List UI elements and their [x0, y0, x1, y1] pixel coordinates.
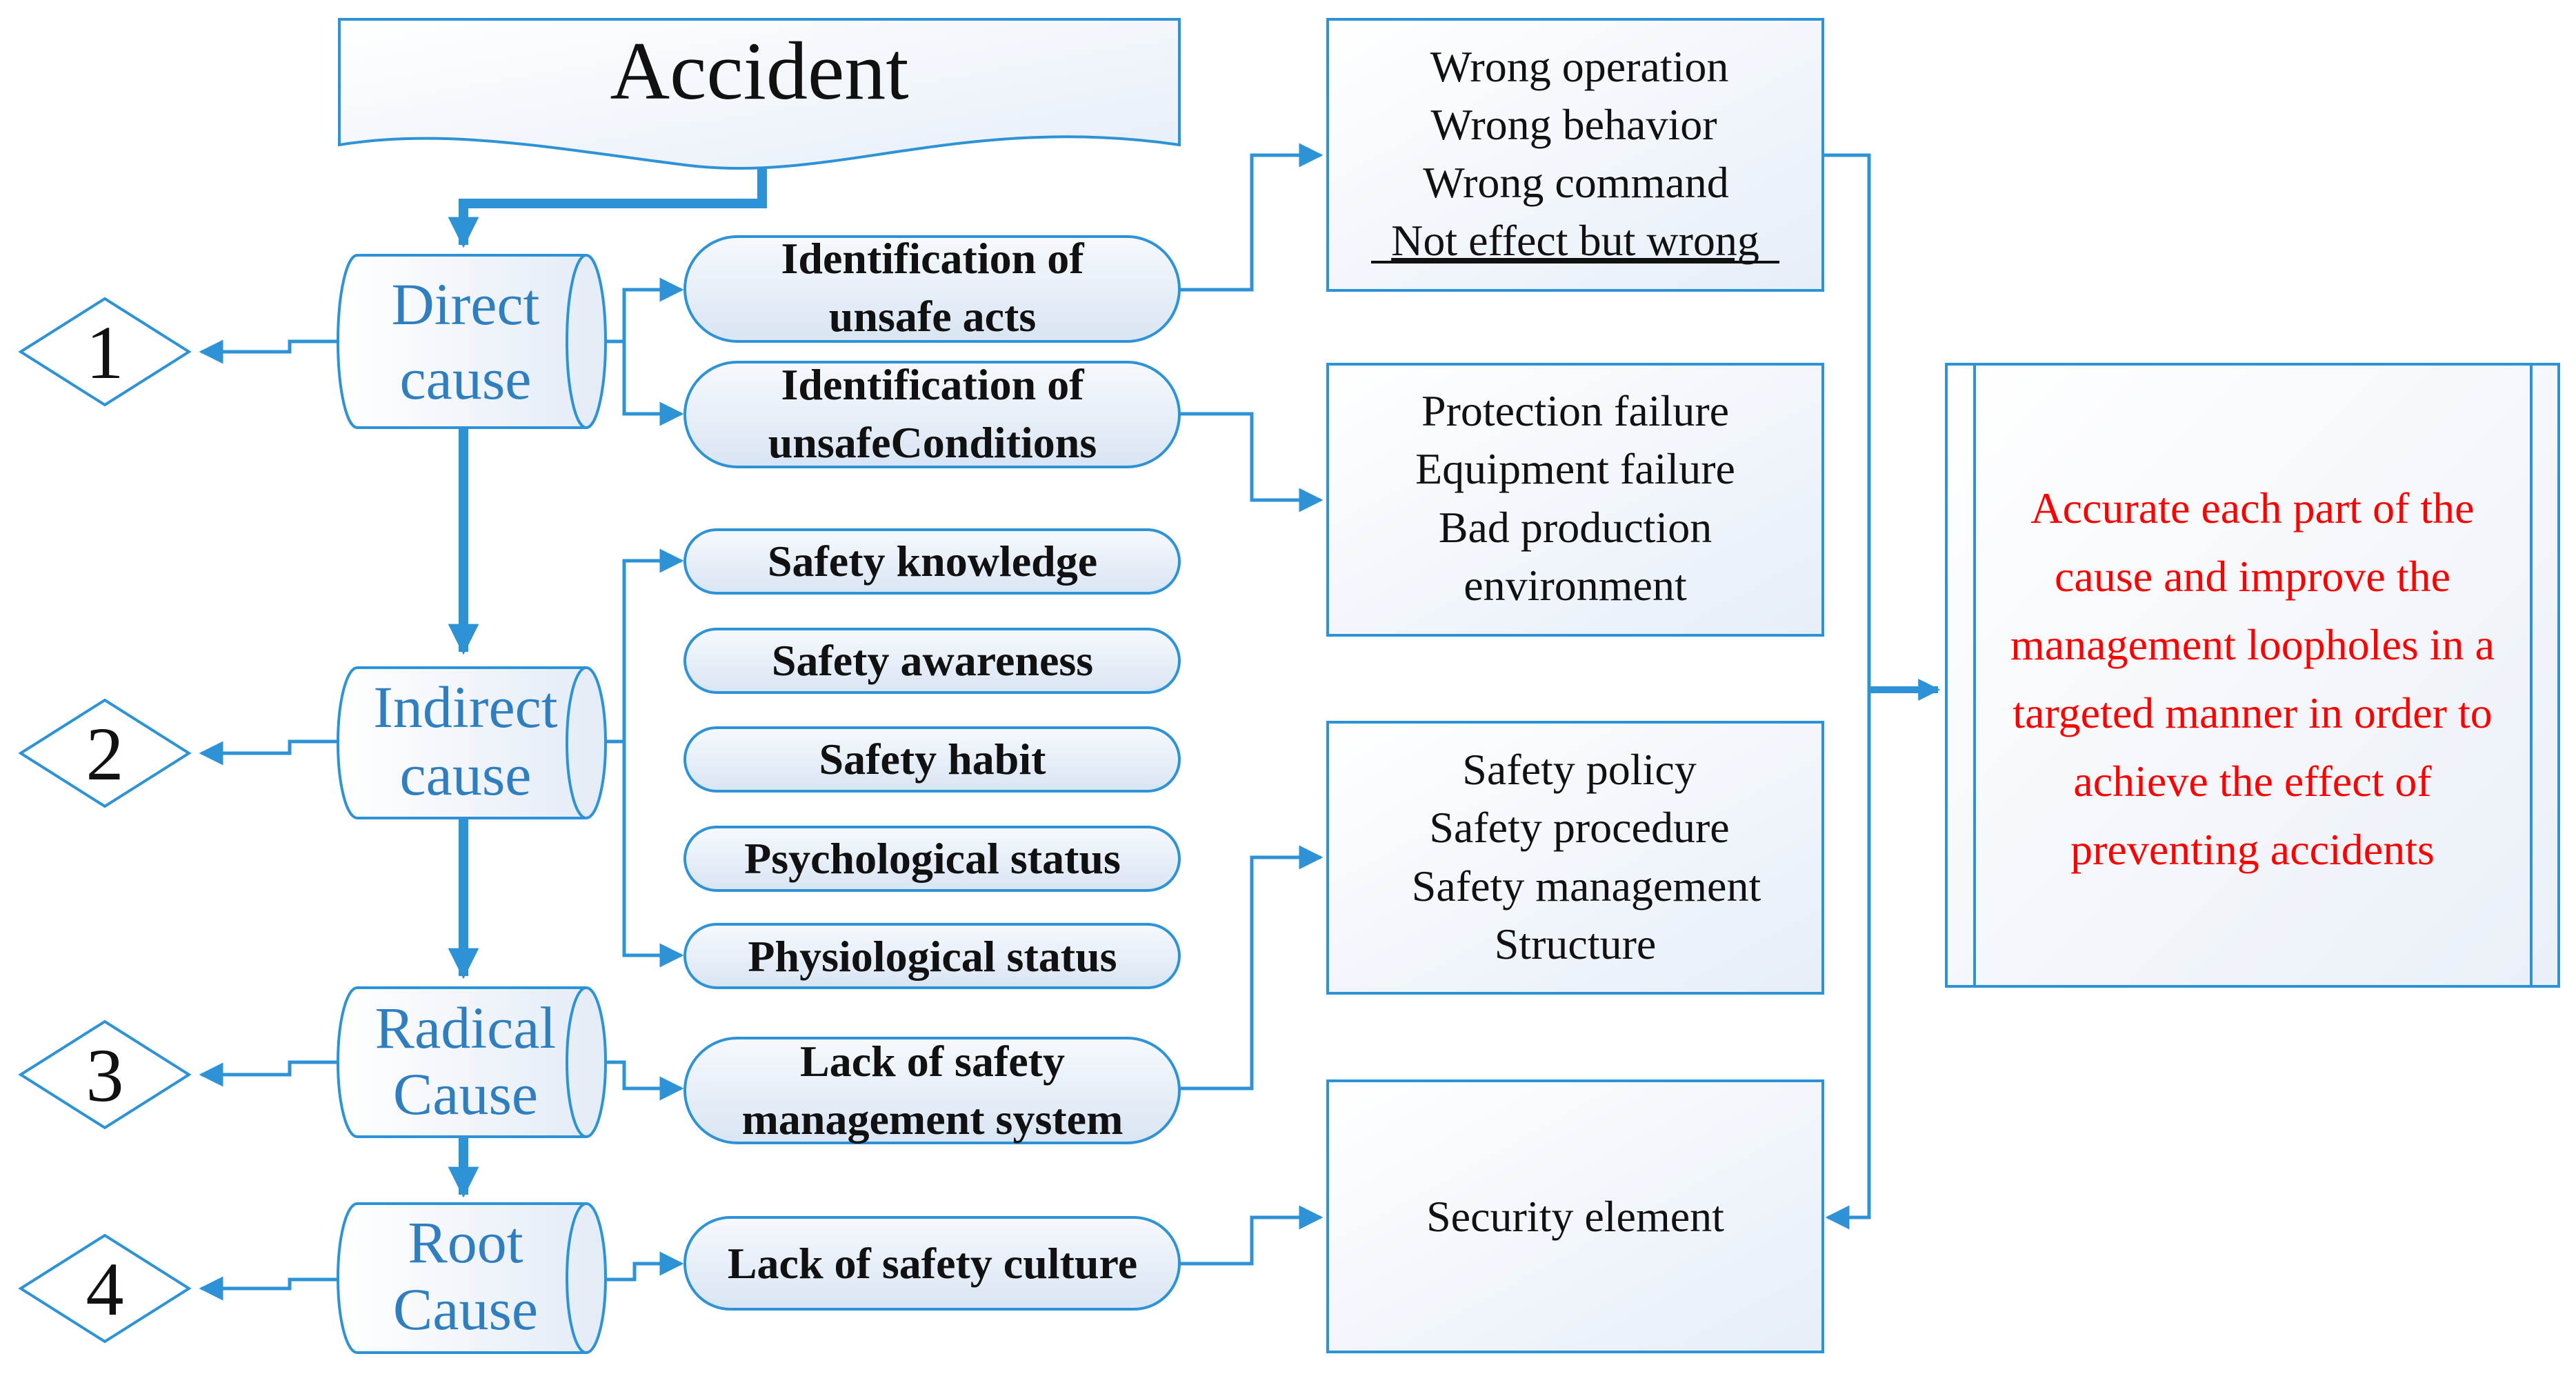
- svg-text:Lack of safety culture: Lack of safety culture: [728, 1239, 1137, 1288]
- factor-safety-knowledge: Safety knowledge: [683, 528, 1181, 595]
- svg-text:Radical: Radical: [375, 995, 557, 1061]
- cause-number-4: 4: [18, 1233, 192, 1344]
- svg-text:Safety procedure: Safety procedure: [1429, 803, 1729, 852]
- svg-text:management loopholes in a: management loopholes in a: [2010, 620, 2495, 669]
- svg-text:1: 1: [86, 310, 124, 395]
- svg-text:Bad production: Bad production: [1439, 503, 1712, 552]
- svg-text:Wrong command: Wrong command: [1423, 158, 1729, 207]
- factor-safety-habit: Safety habit: [683, 726, 1181, 793]
- factor-psychological-status: Psychological status: [683, 826, 1181, 892]
- svg-text:unsafeConditions: unsafeConditions: [768, 418, 1097, 467]
- svg-text:Equipment failure: Equipment failure: [1415, 444, 1735, 493]
- svg-text:Cause: Cause: [393, 1276, 538, 1342]
- svg-text:Safety knowledge: Safety knowledge: [768, 537, 1097, 586]
- svg-text:Security element: Security element: [1426, 1192, 1724, 1241]
- cylinder-direct-cause: Direct cause: [337, 254, 607, 429]
- svg-text:3: 3: [86, 1033, 124, 1117]
- cause-number-3: 3: [18, 1019, 192, 1130]
- cylinder-radical-cause: Radical Cause: [337, 986, 607, 1138]
- svg-text:Root: Root: [408, 1209, 523, 1275]
- factor-safety-management-system: Lack of safety management system: [683, 1037, 1181, 1144]
- svg-text:cause and improve the: cause and improve the: [2055, 552, 2450, 601]
- accident-title: Accident: [610, 25, 908, 117]
- cause-number-1: 1: [18, 297, 192, 407]
- result-box: Accurate each part of the cause and impr…: [1945, 363, 2560, 988]
- svg-text:cause: cause: [400, 741, 532, 808]
- svg-text:4: 4: [86, 1247, 124, 1331]
- svg-text:Safety awareness: Safety awareness: [772, 636, 1093, 685]
- result-text: Accurate each part of the cause and impr…: [2010, 484, 2495, 874]
- svg-text:Safety policy: Safety policy: [1462, 745, 1696, 794]
- factor-safety-culture: Lack of safety culture: [683, 1216, 1181, 1311]
- svg-text:preventing accidents: preventing accidents: [2070, 825, 2435, 874]
- svg-text:Wrong behavior: Wrong behavior: [1430, 100, 1717, 149]
- detail-management-system: Safety policy Safety procedure Safety ma…: [1326, 721, 1824, 995]
- factor-safety-awareness: Safety awareness: [683, 628, 1181, 694]
- svg-text:Lack of safety: Lack of safety: [800, 1037, 1065, 1086]
- cause-cylinders: Direct cause Indirect cause Radical Caus…: [337, 254, 607, 1354]
- svg-text:Psychological status: Psychological status: [744, 834, 1121, 883]
- svg-text:Direct: Direct: [392, 271, 540, 337]
- svg-text:management system: management system: [742, 1095, 1124, 1144]
- connectors: [199, 143, 1941, 1301]
- svg-text:achieve the effect of: achieve the effect of: [2073, 757, 2432, 806]
- svg-text:unsafe acts: unsafe acts: [829, 292, 1036, 341]
- svg-text:Identification of: Identification of: [781, 234, 1084, 283]
- svg-text:Cause: Cause: [393, 1061, 538, 1127]
- svg-text:Identification of: Identification of: [781, 360, 1084, 409]
- svg-text:environment: environment: [1464, 561, 1687, 610]
- factor-unsafe-conditions: Identification of unsafeConditions: [683, 360, 1181, 468]
- svg-text:Physiological status: Physiological status: [748, 932, 1117, 981]
- factor-pills: Identification of unsafe acts Identifica…: [683, 234, 1181, 1311]
- factor-unsafe-acts: Identification of unsafe acts: [683, 234, 1181, 343]
- svg-text:2: 2: [86, 712, 124, 796]
- svg-text:Protection failure: Protection failure: [1421, 386, 1729, 435]
- svg-text:cause: cause: [400, 346, 532, 412]
- svg-text:targeted manner in order to: targeted manner in order to: [2013, 688, 2492, 737]
- svg-text:Wrong operation: Wrong operation: [1430, 42, 1729, 91]
- svg-text:Not effect but wrong: Not effect but wrong: [1391, 216, 1759, 265]
- svg-text:Accurate each part of the: Accurate each part of the: [2030, 484, 2474, 532]
- svg-text:Safety management: Safety management: [1412, 862, 1761, 910]
- svg-text:Indirect: Indirect: [373, 674, 558, 740]
- detail-unsafe-conditions: Protection failure Equipment failure Bad…: [1326, 363, 1824, 637]
- svg-text:Structure: Structure: [1495, 919, 1657, 968]
- cylinder-root-cause: Root Cause: [337, 1202, 607, 1354]
- detail-boxes: Wrong operation Wrong behavior Wrong com…: [1326, 18, 1824, 1353]
- factor-physiological-status: Physiological status: [683, 923, 1181, 989]
- numbered-diamonds: 1 2 3 4: [18, 297, 192, 1344]
- cause-number-2: 2: [18, 698, 192, 808]
- svg-text:Safety habit: Safety habit: [819, 735, 1047, 784]
- accident-banner: Accident: [338, 18, 1181, 170]
- detail-safety-culture: Security element: [1326, 1079, 1824, 1353]
- cylinder-indirect-cause: Indirect cause: [337, 666, 607, 819]
- detail-unsafe-acts: Wrong operation Wrong behavior Wrong com…: [1326, 18, 1824, 292]
